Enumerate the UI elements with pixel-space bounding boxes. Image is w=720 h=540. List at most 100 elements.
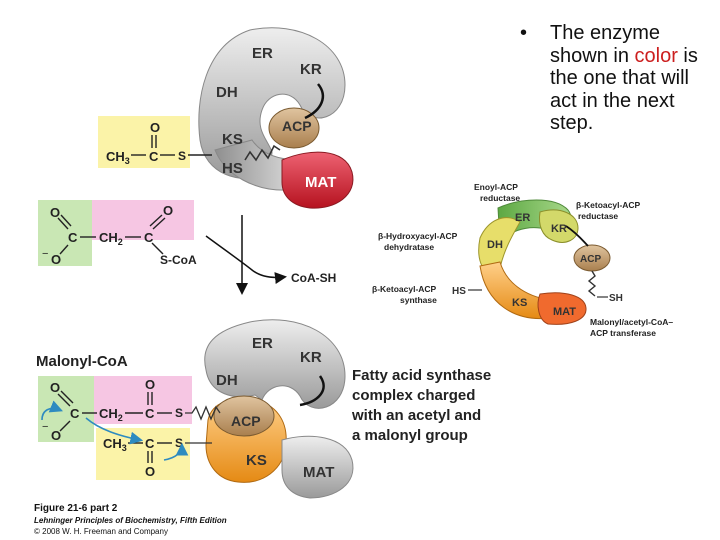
malonyl-ch2: CH2: [99, 230, 123, 247]
right-enzyme-kr: [539, 209, 579, 243]
bullet-marker: •: [520, 22, 528, 44]
acetyl-o: O: [150, 120, 160, 135]
right-mat-label: MAT: [553, 306, 576, 318]
hydroxyacyl-label: β-Hydroxyacyl-ACP dehydratase: [378, 231, 460, 252]
malonyl-dbl-4: [152, 217, 166, 230]
caption-copyright: © 2008 W. H. Freeman and Company: [34, 527, 168, 536]
malonyl-o-bottom: O: [51, 252, 61, 267]
malonyl-pink-bg: [92, 200, 194, 240]
acetyl-s: S: [178, 149, 186, 163]
bottom-acp-label: ACP: [231, 413, 261, 429]
ketoacyl-reductase-line1: β-Ketoacyl-ACP: [576, 200, 641, 210]
enoyl-label: Enoyl-ACP reductase: [474, 182, 520, 203]
blue-arrow-left: [41, 400, 63, 421]
top-zigzag-linker: [244, 144, 281, 162]
malonyl-bond-c1-o: [59, 244, 69, 255]
top-enzyme: ER KR DH ACP KS HS MAT: [198, 27, 354, 209]
enoyl-line2: reductase: [480, 193, 520, 203]
right-er-label: ER: [515, 212, 530, 224]
bottom-bond-c1-o: [59, 420, 71, 432]
bullet-text-highlight: color: [634, 44, 678, 67]
malonyl-scoa: S-CoA: [160, 253, 197, 267]
malonyl-green-bg: [38, 200, 92, 266]
bottom-o-bottom: O: [145, 464, 155, 479]
right-acp-label: ACP: [580, 254, 601, 265]
malonyl-c2: C: [144, 230, 154, 245]
right-dh-label: DH: [487, 239, 503, 251]
acetyl-c: C: [149, 149, 159, 164]
bottom-ch2-ch: CH: [99, 406, 118, 421]
bottom-minus: −: [42, 421, 48, 433]
bottom-s-top: S: [175, 406, 183, 420]
top-enzyme-body: [198, 27, 346, 180]
hydroxyacyl-line1: β-Hydroxyacyl-ACP: [378, 231, 458, 241]
top-mat-domain: [281, 151, 354, 209]
malonyl-bond-c2-s: [151, 242, 164, 255]
right-ks-label: KS: [512, 297, 527, 309]
bullet-text: The enzyme shown in color is the one tha…: [550, 22, 720, 135]
malonyl-dbl-3: [149, 214, 163, 227]
top-kr-arrow: [304, 83, 325, 120]
right-zigzag-linker: [587, 270, 597, 297]
right-enzyme-labels: Enoyl-ACP reductase β-Ketoacyl-ACP reduc…: [372, 182, 676, 338]
bottom-dbl-2: [60, 390, 74, 404]
malonyl-o-top: O: [50, 205, 60, 220]
ketoacyl-reductase-label: β-Ketoacyl-ACP reductase: [576, 200, 642, 221]
bullet-text-after: is the one that will act in the next ste…: [550, 44, 698, 135]
acetyl-molecule: O CH3 C S: [98, 116, 212, 168]
top-kr-label: KR: [300, 61, 322, 78]
bottom-enzyme: ER KR DH ACP KS MAT: [204, 319, 354, 499]
caption-book-title: Lehninger Principles of Biochemistry, Fi…: [34, 516, 227, 525]
bottom-c1: C: [70, 406, 80, 421]
figure-caption: Figure 21-6 part 2 Lehninger Principles …: [34, 503, 227, 537]
top-er-label: ER: [252, 45, 273, 62]
malonyl-ch2-ch: CH: [99, 230, 118, 245]
bottom-mat-label: MAT: [303, 464, 334, 481]
ketoacyl-synthase-line1: β-Ketoacyl-ACP: [372, 284, 437, 294]
malonyl-coa-title: Malonyl-CoA: [36, 353, 128, 370]
coash-label: CoA-SH: [291, 271, 336, 285]
top-ks-label: KS: [222, 131, 243, 148]
bottom-ch3: CH3: [103, 436, 127, 453]
blue-arrow-right: [163, 442, 189, 461]
malonyl-transferase-line1: Malonyl/acetyl-CoA–: [590, 317, 673, 327]
bottom-ch3-ch: CH: [103, 436, 122, 451]
bottom-acp-domain: [213, 395, 275, 437]
bottom-er-label: ER: [252, 335, 273, 352]
hydroxyacyl-line2: dehydratase: [384, 242, 434, 252]
bottom-o-bottomleft: O: [51, 428, 61, 443]
fas-label-line4: a malonyl group: [352, 427, 468, 444]
fas-label-line3: with an acetyl and: [351, 407, 481, 424]
bottom-mat-domain: [281, 435, 354, 499]
bottom-c2: C: [145, 406, 155, 421]
caption-figure-number: Figure 21-6 part 2: [34, 503, 118, 514]
charged-molecules: O C CH2 O C S − O CH3 C O S: [38, 376, 221, 480]
top-dh-label: DH: [216, 84, 238, 101]
malonyl-c1: C: [68, 230, 78, 245]
acetyl-background: [98, 116, 190, 168]
acetyl-ch3: CH3: [106, 149, 130, 166]
bottom-kr-label: KR: [300, 349, 322, 366]
malonyl-ch2-sub: 2: [118, 237, 123, 247]
fas-complex-label: Fatty acid synthase complex charged with…: [351, 367, 495, 444]
bottom-pink-bg: [94, 376, 192, 424]
bottom-ch3-sub: 3: [122, 443, 127, 453]
bottom-enzyme-body: [204, 319, 346, 409]
bottom-ks-label: KS: [246, 452, 267, 469]
malonyl-dbl-1: [57, 217, 69, 230]
malonyl-dbl-2: [60, 214, 72, 227]
reaction-arrow-curve: [205, 235, 287, 284]
ketoacyl-synthase-line2: synthase: [400, 295, 437, 305]
enoyl-line1: Enoyl-ACP: [474, 182, 518, 192]
bottom-ch2: CH2: [99, 406, 123, 423]
right-enzyme-mat: [537, 292, 587, 325]
malonyl-transferase-line2: ACP transferase: [590, 328, 656, 338]
bottom-ch2-sub: 2: [118, 413, 123, 423]
fas-label-line1: Fatty acid synthase: [352, 367, 491, 384]
acetyl-ch3-ch: CH: [106, 149, 125, 164]
right-kr-arrow: [565, 225, 589, 247]
malonyl-transferase-label: Malonyl/acetyl-CoA– ACP transferase: [590, 317, 676, 338]
ketoacyl-synthase-label: β-Ketoacyl-ACP synthase: [372, 284, 438, 305]
malonyl-o-right: O: [163, 203, 173, 218]
